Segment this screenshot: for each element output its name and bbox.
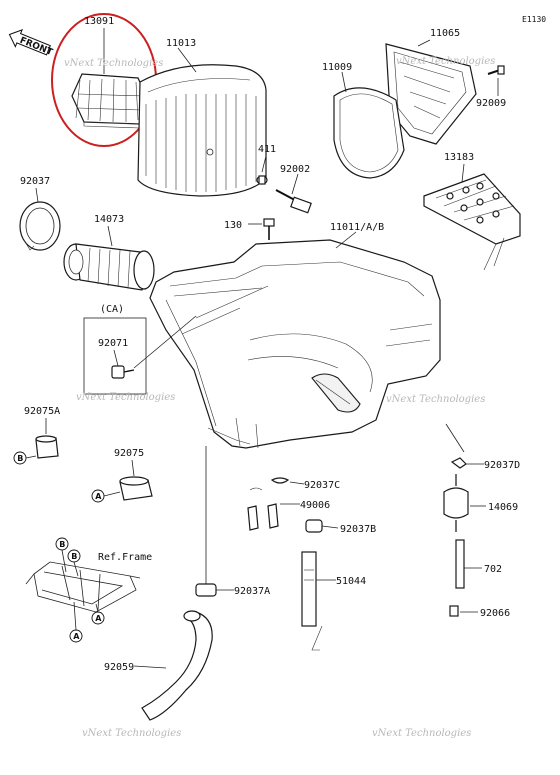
label-13091: 13091 [84,16,114,27]
part-51044-tube[interactable] [301,551,323,651]
part-92075A-cap[interactable] [35,435,59,459]
part-11011-air-box[interactable] [149,239,441,449]
part-702-tube[interactable] [455,539,465,589]
label-92075A: 92075A [24,406,60,417]
part-92066-plug[interactable] [449,605,459,617]
part-92037A-clamp[interactable] [195,583,217,597]
label-13183: 13183 [444,152,474,163]
label-92075: 92075 [114,448,144,459]
label-92037B: 92037B [340,524,376,535]
part-49006-check-valve[interactable] [247,503,279,531]
label-92002: 92002 [280,164,310,175]
watermark: vNext Technologies [386,394,485,405]
bubble-a-text: A [73,632,80,641]
label-11013: 11013 [166,38,196,49]
front-label: FRONT [18,36,54,58]
watermark: vNext Technologies [372,728,471,739]
label-11009: 11009 [322,62,352,73]
label-92066: 92066 [480,608,510,619]
part-13183-bracket[interactable] [423,173,521,271]
label-702: 702 [484,564,502,575]
label-51044: 51044 [336,576,366,587]
watermark: vNext Technologies [64,58,163,69]
bubble-b-text: B [71,552,77,561]
label-ca: (CA) [100,304,124,315]
label-92037C: 92037C [304,480,340,491]
label-49006: 49006 [300,500,330,511]
bubble-a-text: A [95,492,102,501]
front-arrow: FRONT [8,29,55,58]
ca-callout-box [83,317,147,395]
part-92075-cap[interactable] [119,476,153,501]
part-92059-drain-hose[interactable] [141,610,213,721]
bubble-b-text: B [59,540,65,549]
label-411: 411 [258,144,276,155]
diagram-code: E1130 [522,15,546,24]
watermark: vNext Technologies [76,392,175,403]
label-92071: 92071 [98,338,128,349]
label-92009: 92009 [476,98,506,109]
label-92037A: 92037A [234,586,270,597]
label-ref-frame: Ref.Frame [98,552,152,563]
watermark: vNext Technologies [396,56,495,67]
watermark: vNext Technologies [82,728,181,739]
label-92037D: 92037D [484,460,520,471]
part-411-grommet[interactable] [256,175,268,185]
part-14069-inline-filter[interactable] [443,474,469,532]
part-92037B-clamp[interactable] [305,519,323,533]
bubble-a-text: A [95,614,102,623]
part-11013-air-filter-housing[interactable] [137,64,267,197]
part-14073-intake-duct[interactable] [63,243,155,291]
label-92059: 92059 [104,662,134,673]
part-92009-bolt[interactable] [487,65,505,75]
label-14069: 14069 [488,502,518,513]
part-92037D-clamp[interactable] [450,457,467,469]
label-92037: 92037 [20,176,50,187]
label-11065: 11065 [430,28,460,39]
label-14073: 14073 [94,214,124,225]
part-92071-fitting[interactable] [111,365,135,379]
part-92037C-clip[interactable] [249,477,290,491]
part-92037-clamp[interactable] [19,201,61,251]
part-11009-gasket[interactable] [333,87,405,179]
part-13091-air-filter-element[interactable] [71,73,149,129]
bubble-b-text: B [17,454,23,463]
ref-frame [25,561,141,613]
part-130-screw[interactable] [263,218,275,240]
part-92002-stud[interactable] [275,189,312,214]
label-130: 130 [224,220,242,231]
label-11011: 11011/A/B [330,222,384,233]
